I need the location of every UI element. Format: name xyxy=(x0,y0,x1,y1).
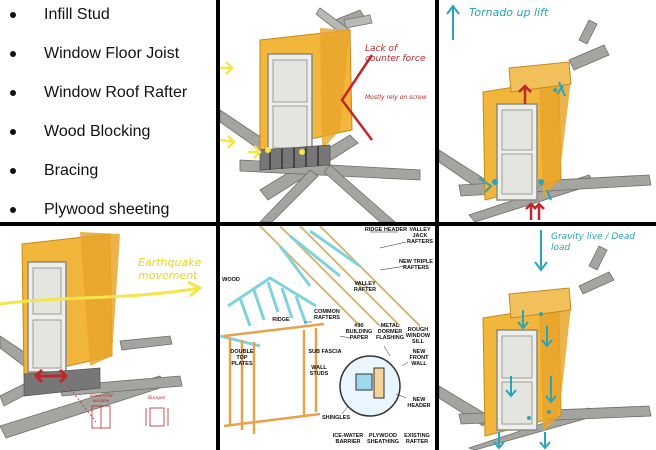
list-item-label: Bracing xyxy=(44,162,99,179)
callout-valley-jack: VALLEY JACK RAFTERS xyxy=(407,227,433,245)
bullet-icon xyxy=(10,168,16,174)
dormer-framing-panel: RIDGE HEADER VALLEY JACK RAFTERS NEW TRI… xyxy=(220,226,435,450)
counter-force-panel: Lack of counter force Mostly rely on scr… xyxy=(220,0,435,222)
tornado-note: Tornado up lift xyxy=(469,6,549,19)
window-module-illustration xyxy=(220,7,421,222)
callout-common-rafters: COMMON RAFTERS xyxy=(314,309,340,321)
callout-wood-beam: WOOD xyxy=(222,277,240,283)
callout-new-header: NEW HEADER xyxy=(407,397,431,409)
list-item-label: Window Floor Joist xyxy=(44,45,180,62)
callout-plywood: PLYWOOD SHEATHING xyxy=(367,433,399,445)
bullet-icon xyxy=(10,129,16,135)
callout-shingles: SHINGLES xyxy=(321,415,351,421)
bullet-icon xyxy=(10,90,16,96)
list-item: Bracing xyxy=(10,162,98,180)
list-item: Infill Stud xyxy=(10,6,110,24)
bullet-list-panel: Infill Stud Window Floor Joist Window Ro… xyxy=(0,0,216,222)
gravity-note: Gravity live / Dead load xyxy=(551,232,636,254)
callout-new-front: NEW FRONT WALL xyxy=(409,349,429,367)
callout-metal-flashing: METAL DORMER FLASHING xyxy=(375,323,405,341)
screw-note: Mostly rely on screw xyxy=(365,94,427,101)
earthquake-note: Earthquake movement xyxy=(138,256,202,283)
callout-new-triple: NEW TRIPLE RAFTERS xyxy=(399,259,433,271)
list-item-label: Plywood sheeting xyxy=(44,201,170,218)
sketch-label-bumper: Bumper xyxy=(148,396,166,401)
callout-rough-sill: ROUGH WINDOW SILL xyxy=(405,327,431,345)
list-item: Window Floor Joist xyxy=(10,45,179,63)
callout-ice-water: ICE-WATER BARRIER xyxy=(332,433,364,445)
callout-wall-studs: WALL STUDS xyxy=(309,365,329,377)
list-item: Window Roof Rafter xyxy=(10,84,187,102)
list-item: Plywood sheeting xyxy=(10,201,169,219)
list-item-label: Infill Stud xyxy=(44,6,110,23)
callout-ridge-header: RIDGE HEADER xyxy=(364,227,408,233)
earthquake-panel: Earthquake movement wood infill window B… xyxy=(0,226,216,450)
gravity-panel: Gravity live / Dead load xyxy=(439,226,656,450)
list-item-label: Window Roof Rafter xyxy=(44,84,188,101)
bullet-icon xyxy=(10,12,16,18)
sketch-label-infill: wood infill window xyxy=(89,394,113,404)
tornado-panel: Tornado up lift xyxy=(439,0,656,222)
bullet-icon xyxy=(10,51,16,57)
callout-double-top: DOUBLE TOP PLATES xyxy=(230,349,254,367)
counter-force-note: Lack of counter force xyxy=(365,44,426,65)
list-item: Wood Blocking xyxy=(10,123,150,141)
uplift-illustration xyxy=(439,4,652,222)
callout-ridge: RIDGE xyxy=(272,317,290,323)
lateral-movement-illustration xyxy=(0,232,203,439)
list-item-label: Wood Blocking xyxy=(44,123,151,140)
callout-sub-fascia: SUB FASCIA xyxy=(308,349,342,355)
callout-existing-rafter: EXISTING RAFTER xyxy=(404,433,430,445)
gravity-load-illustration xyxy=(439,230,652,450)
dormer-framing-diagram xyxy=(220,226,421,434)
callout-building-paper: #30 BUILDING PAPER xyxy=(345,323,373,341)
bullet-icon xyxy=(10,207,16,213)
callout-valley-rafter: VALLEY RAFTER xyxy=(353,281,377,293)
